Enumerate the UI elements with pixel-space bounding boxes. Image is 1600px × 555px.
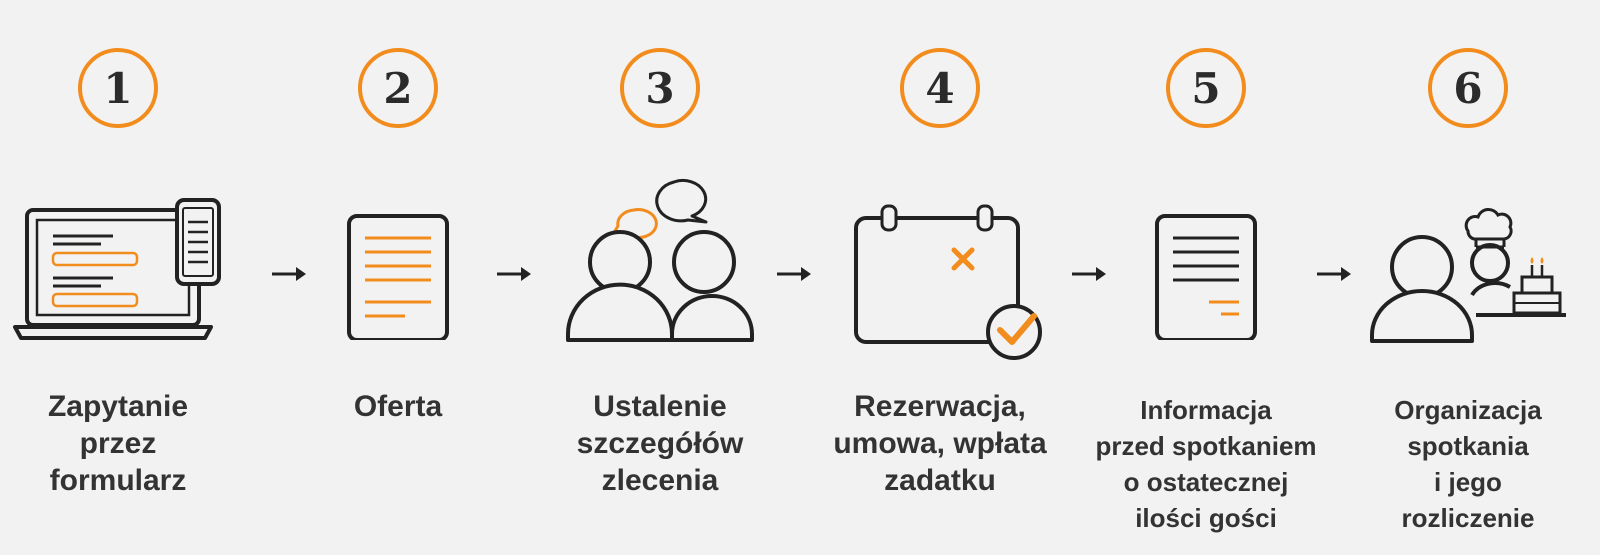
document-offer-icon	[347, 214, 449, 340]
arrow-right-icon	[1072, 267, 1106, 281]
step-2: 2 Oferta	[278, 0, 518, 555]
step-3: 3 Ustalenie szczegółów zlecenia	[540, 0, 780, 555]
calendar-check-icon	[854, 204, 1042, 360]
arrow-right-icon	[497, 267, 531, 281]
step-label-6: Organizacja spotkania i jego rozliczenie	[1394, 395, 1542, 533]
arrow-right-icon	[777, 267, 811, 281]
laptop-phone-form-icon	[13, 198, 221, 340]
people-chat-icon	[566, 179, 754, 342]
step-5: 5 Informacja przed spotkaniem o ostatecz…	[1086, 0, 1326, 555]
step-1: 1 Zapytanie przez formularz	[0, 0, 238, 555]
step-number-2: 2	[358, 48, 438, 128]
step-label-5: Informacja przed spotkaniem o ostateczne…	[1095, 395, 1317, 533]
person-chef-cake-icon	[1370, 208, 1566, 343]
step-label-4: Rezerwacja, umowa, wpłata zadatku	[833, 390, 1047, 497]
step-number-3: 3	[620, 48, 700, 128]
step-number-4: 4	[900, 48, 980, 128]
step-number-5: 5	[1166, 48, 1246, 128]
step-label-1: Zapytanie przez formularz	[47, 390, 189, 497]
arrow-right-icon	[272, 267, 306, 281]
step-number-1: 1	[78, 48, 158, 128]
step-label-3: Ustalenie szczegółów zlecenia	[576, 390, 744, 497]
document-info-icon	[1155, 214, 1257, 340]
step-4: 4 Rezerwacja, umowa, wpłata zadatku	[820, 0, 1060, 555]
step-label-2: Oferta	[353, 390, 443, 423]
arrow-right-icon	[1317, 267, 1351, 281]
step-number-6: 6	[1428, 48, 1508, 128]
step-6: 6 Organizacja spotkania i jego rozliczen…	[1348, 0, 1588, 555]
